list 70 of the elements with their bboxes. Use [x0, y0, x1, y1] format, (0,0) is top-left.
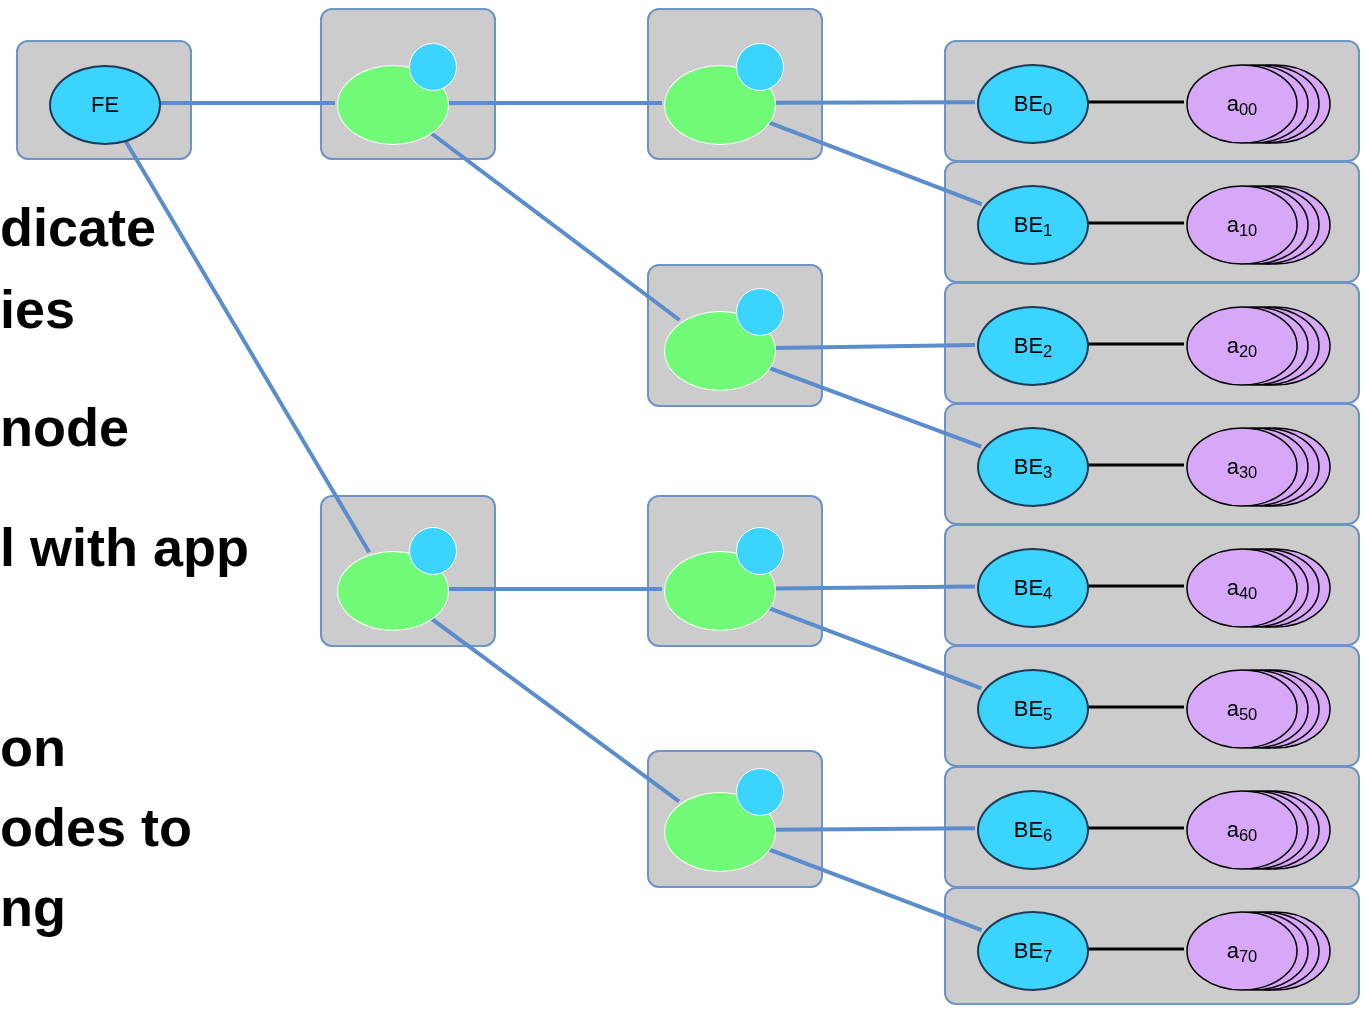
cropped-text: dicate	[0, 200, 157, 254]
stacked-ellipses	[1186, 306, 1332, 386]
connector-line	[774, 100, 975, 105]
node-label: BE$_{2}$	[1013, 335, 1053, 357]
node-panel	[16, 40, 192, 160]
connector-line	[773, 584, 976, 591]
connector-line	[1087, 947, 1184, 951]
cropped-text: ies	[0, 282, 76, 336]
connector-line	[447, 101, 662, 105]
node-label: BE$_{3}$	[1013, 456, 1053, 478]
node-label: FE	[90, 94, 120, 116]
small-circle	[736, 768, 784, 816]
connector-line	[159, 101, 335, 105]
connector-line	[773, 342, 976, 351]
node-label: a$_{10}$	[1226, 214, 1258, 236]
node-panel	[320, 8, 496, 160]
node-label: BE$_{1}$	[1013, 214, 1053, 236]
row-panel	[944, 766, 1360, 888]
row-panel	[944, 524, 1360, 646]
connector-line	[447, 587, 662, 591]
connector-line	[1087, 584, 1184, 588]
row-panel	[944, 161, 1360, 283]
row-panel	[944, 40, 1360, 162]
small-circle	[409, 527, 457, 575]
cropped-text: on	[0, 720, 66, 774]
node-panel	[320, 495, 496, 647]
stacked-ellipses	[1186, 185, 1332, 265]
node-label: a$_{00}$	[1226, 93, 1258, 115]
node-label: a$_{40}$	[1226, 577, 1258, 599]
cropped-text: odes to	[0, 800, 192, 854]
connector-line	[774, 826, 975, 832]
connector-line	[1087, 221, 1184, 225]
stacked-ellipses	[1186, 427, 1332, 507]
node-label: BE$_{6}$	[1013, 819, 1053, 841]
row-panel	[944, 645, 1360, 767]
node-label: a$_{20}$	[1226, 335, 1258, 357]
small-circle	[736, 527, 784, 575]
stacked-ellipses	[1186, 911, 1332, 991]
connector-line	[1087, 342, 1184, 346]
connector-line	[766, 605, 983, 691]
node-panel	[647, 750, 823, 888]
node-panel	[647, 495, 823, 647]
row-panel	[944, 403, 1360, 525]
connector-line	[766, 120, 983, 206]
node-panel	[647, 8, 823, 160]
row-panel	[944, 887, 1360, 1005]
row-panel	[944, 282, 1360, 404]
stacked-ellipses	[1186, 548, 1332, 628]
connector-line	[1087, 463, 1184, 467]
connector-line	[766, 846, 983, 933]
small-circle	[409, 43, 457, 91]
node-panel	[647, 264, 823, 407]
stacked-ellipses	[1186, 64, 1332, 144]
connector-line	[1087, 705, 1184, 709]
cropped-text: node	[0, 400, 129, 454]
node-label: a$_{30}$	[1226, 456, 1258, 478]
small-circle	[736, 288, 784, 336]
stacked-ellipses	[1186, 790, 1332, 870]
node-label: BE$_{0}$	[1013, 93, 1053, 115]
node-label: BE$_{4}$	[1013, 577, 1053, 599]
small-circle	[736, 43, 784, 91]
node-label: a$_{50}$	[1226, 698, 1258, 720]
stacked-ellipses	[1186, 669, 1332, 749]
node-label: a$_{60}$	[1226, 819, 1258, 841]
node-label: BE$_{7}$	[1013, 940, 1053, 962]
connector-line	[1087, 826, 1184, 830]
connector-line	[767, 365, 982, 449]
connector-line	[1087, 100, 1184, 104]
node-label: a$_{70}$	[1226, 940, 1258, 962]
node-label: BE$_{5}$	[1013, 698, 1053, 720]
